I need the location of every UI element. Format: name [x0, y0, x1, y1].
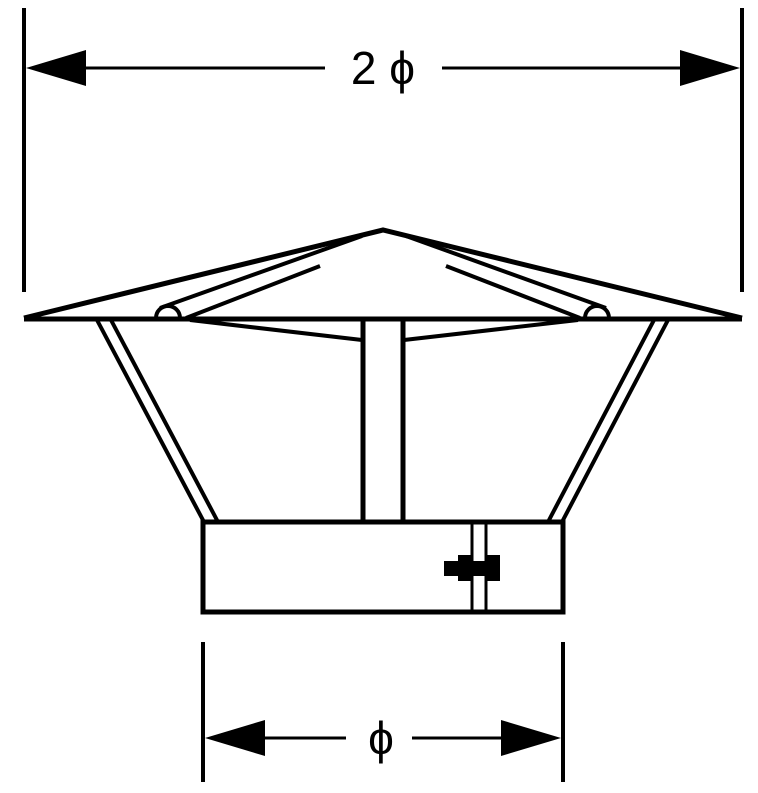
cone-hood [23, 227, 743, 342]
bolt-icon [444, 555, 500, 581]
arrowhead-right [501, 720, 561, 756]
bottom-dimension-label: ϕ [368, 712, 394, 764]
hinge-left [154, 304, 182, 319]
arrowhead-left [26, 50, 86, 86]
arrowhead-left [205, 720, 265, 756]
bottom-dimension [201, 642, 565, 782]
support-legs [95, 319, 670, 523]
hinge-right [583, 304, 611, 319]
arrowhead-right [680, 50, 740, 86]
center-post [360, 316, 406, 525]
base-collar [200, 519, 566, 615]
top-dimension [22, 8, 744, 292]
top-dimension-label: 2 ϕ [351, 42, 415, 94]
